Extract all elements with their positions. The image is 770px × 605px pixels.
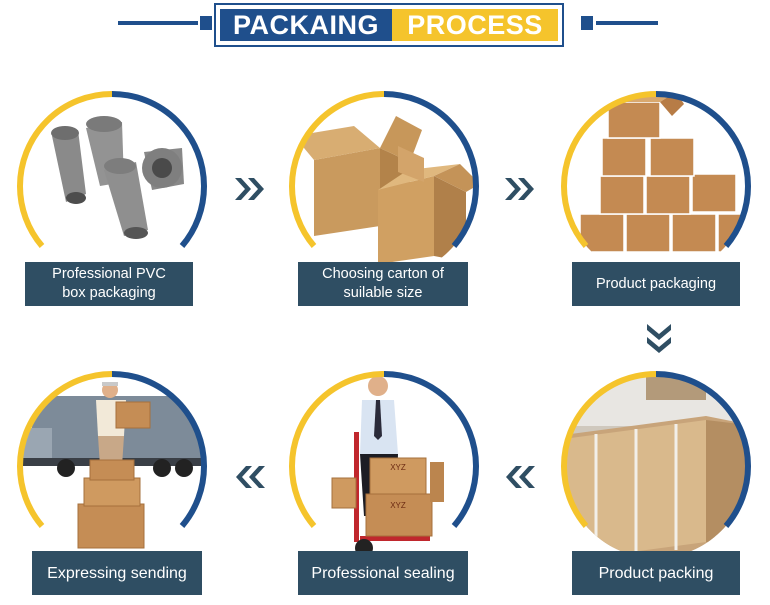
- double-chevron-right-icon: [235, 178, 264, 200]
- double-chevron-down-icon: [647, 324, 671, 353]
- step-label-product-packaging: Product packaging: [572, 262, 740, 306]
- title-banner: PACKAING PROCESS: [214, 3, 564, 47]
- double-chevron-left-icon: [506, 466, 535, 488]
- man-with-hand-truck-image: XYZ XYZ: [331, 376, 444, 557]
- step-label-product-packing-text: Product packing: [598, 564, 714, 582]
- step-label-sealing-text: Professional sealing: [311, 564, 455, 582]
- step-label-product-packing: Product packing: [572, 551, 740, 595]
- step-label-sealing: Professional sealing: [298, 551, 468, 595]
- step-photo-pvc: [16, 91, 208, 278]
- step-label-carton-line2: suilable size: [343, 285, 423, 301]
- step-pvc-box-packaging: Professional PVC box packaging: [12, 86, 212, 316]
- step-label-pvc-line1: Professional PVC: [52, 266, 166, 282]
- header-accent-right: [581, 16, 593, 30]
- step-photo-carton: [288, 91, 480, 278]
- step-label-pvc: Professional PVC box packaging: [25, 262, 193, 306]
- step-choosing-carton: Choosing carton of suilable size: [284, 86, 484, 316]
- step-label-sending-text: Expressing sending: [47, 564, 187, 582]
- step-label-carton: Choosing carton of suilable size: [298, 262, 468, 306]
- box-print-label: XYZ: [390, 501, 406, 510]
- step-photo-box-stack: [560, 91, 752, 278]
- step-label-carton-line1: Choosing carton of: [322, 266, 444, 282]
- step-photo-hand-truck: XYZ XYZ: [288, 371, 480, 558]
- title-part-2: PROCESS: [392, 9, 558, 41]
- title-part-1: PACKAING: [220, 9, 392, 41]
- step-photo-pallets: [560, 371, 752, 558]
- box-print-label: XYZ: [390, 463, 406, 472]
- step-professional-sealing: XYZ XYZ Professional sealing: [284, 366, 484, 596]
- warehouse-crates-image: [564, 374, 748, 558]
- double-chevron-right-icon: [505, 178, 534, 200]
- header-accent-left: [200, 16, 212, 30]
- step-photo-delivery: [16, 371, 208, 558]
- pvc-caps-image: [51, 116, 184, 239]
- step-product-packing: Product packing: [556, 366, 756, 596]
- header-line-right: [596, 21, 658, 25]
- step-expressing-sending: Expressing sending: [12, 366, 212, 596]
- stacked-boxes-image: [579, 94, 748, 253]
- double-chevron-left-icon: [236, 466, 265, 488]
- header-line-left: [118, 21, 198, 25]
- step-product-packaging: Product packaging: [556, 86, 756, 316]
- step-label-product-packaging-text: Product packaging: [595, 275, 717, 292]
- open-cartons-image: [294, 116, 476, 264]
- step-label-sending: Expressing sending: [32, 551, 202, 595]
- step-label-pvc-line2: box packaging: [62, 285, 156, 301]
